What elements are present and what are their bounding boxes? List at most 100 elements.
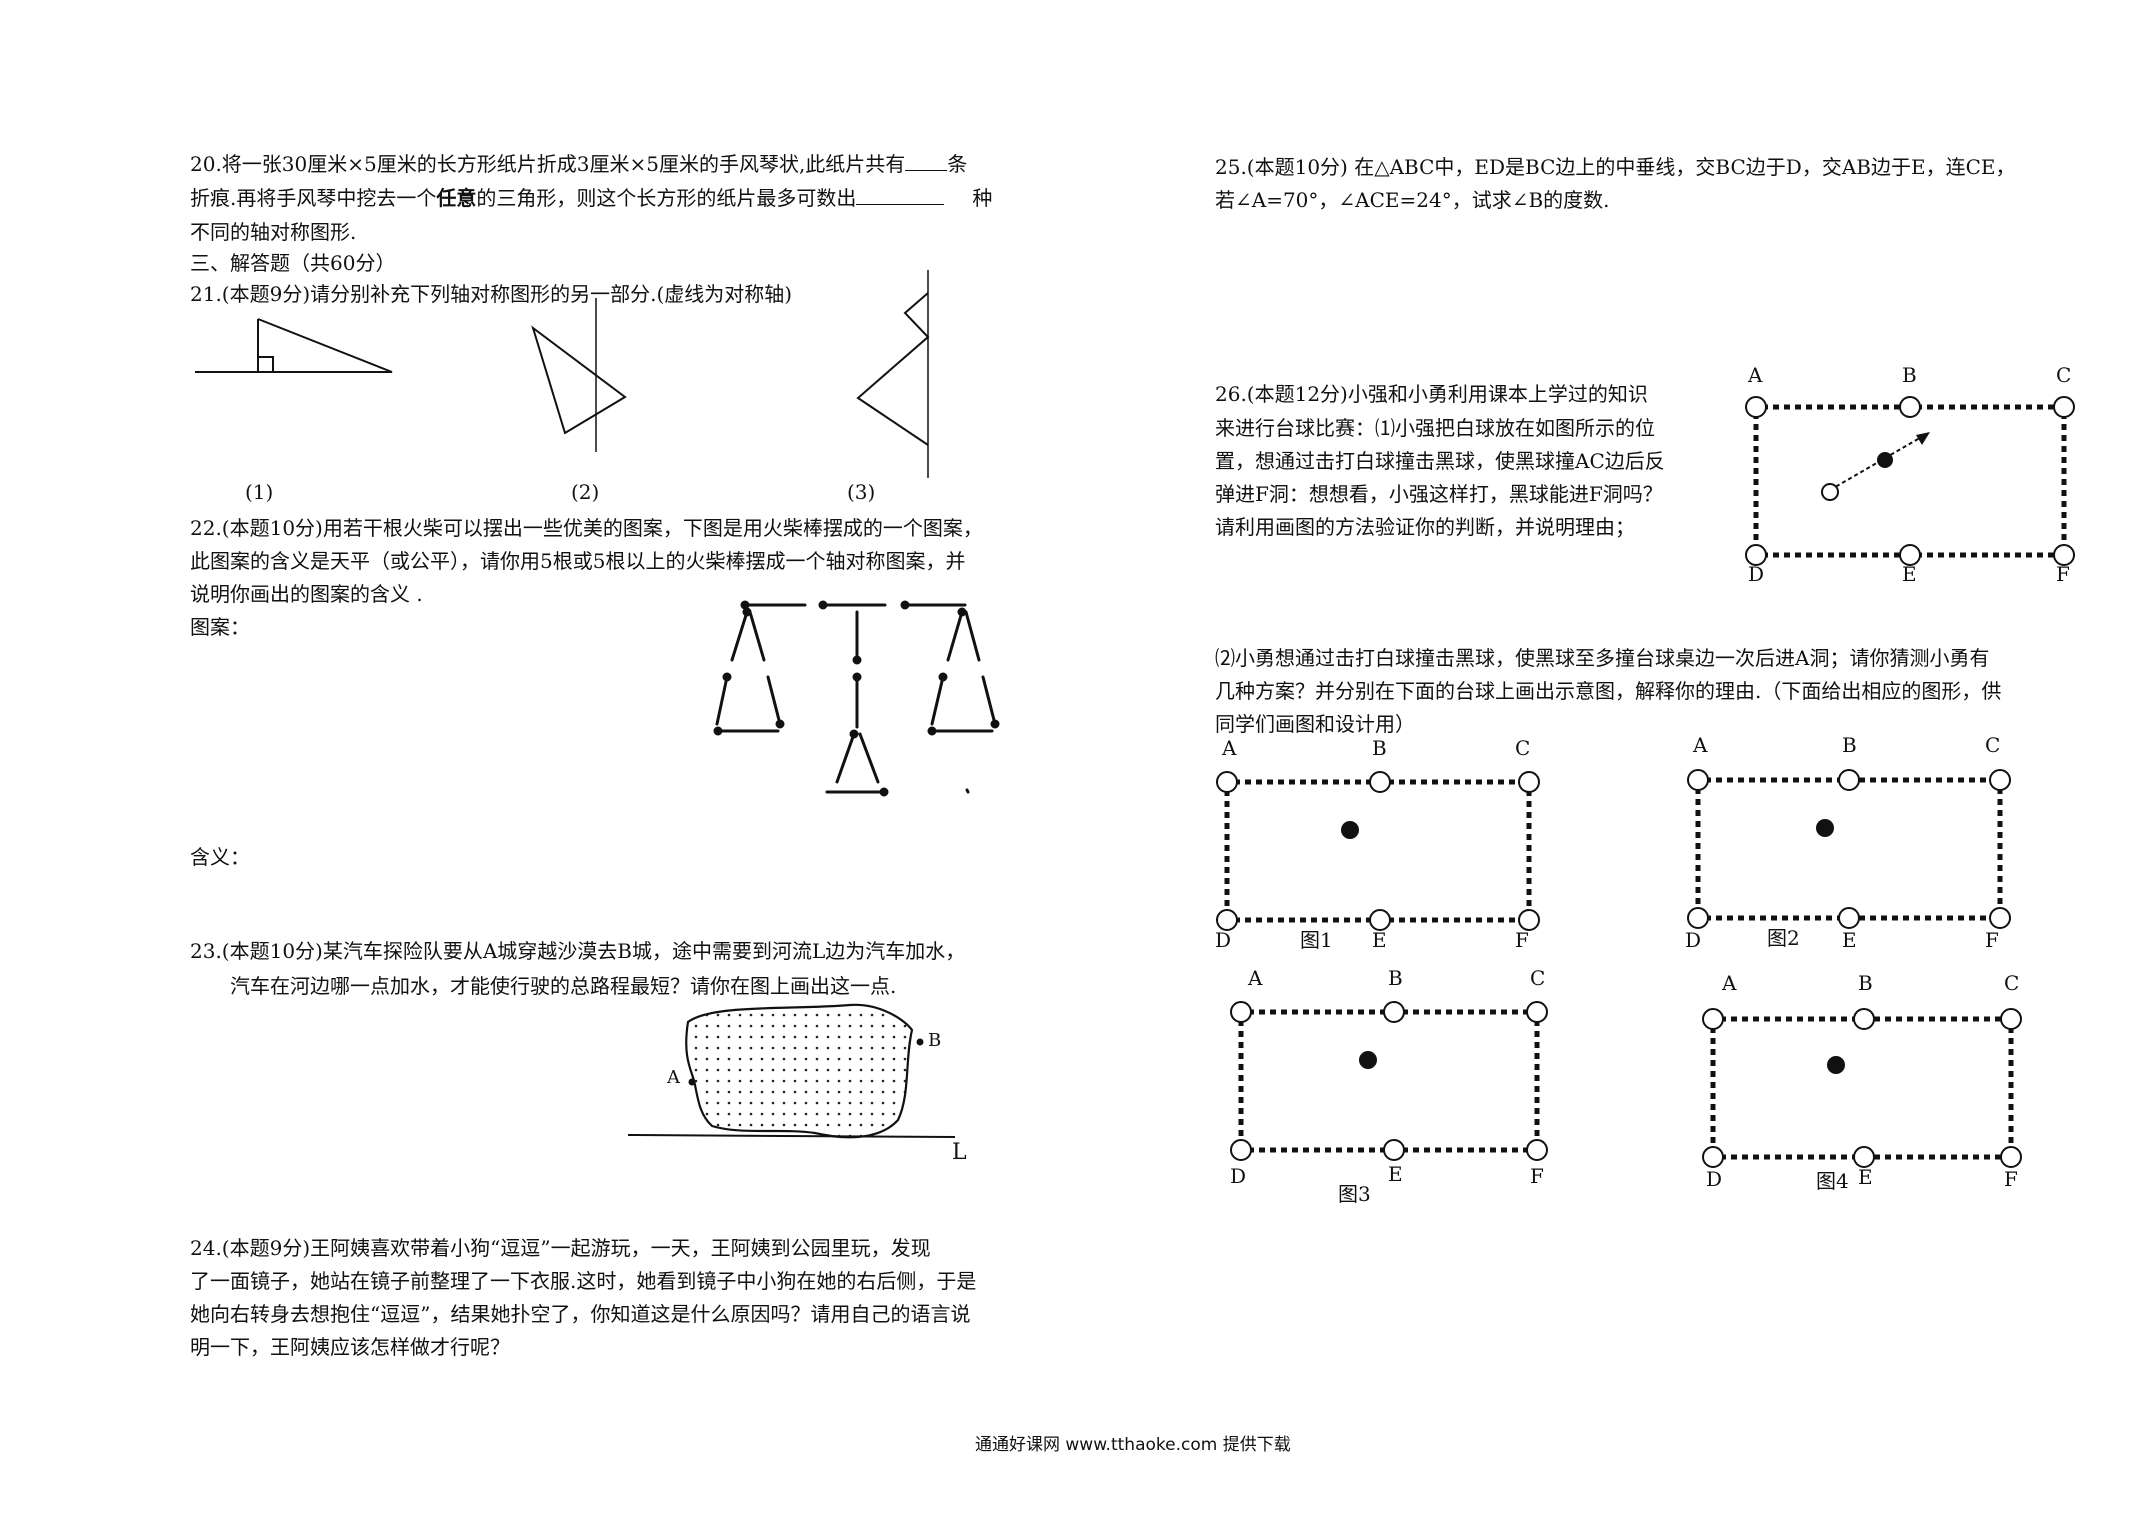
river-label: L xyxy=(952,1140,967,1165)
fig3-pocket-c[interactable] xyxy=(1526,1001,1548,1023)
fig4-pocket-e[interactable] xyxy=(1853,1146,1875,1168)
fig1-pocket-a[interactable] xyxy=(1216,771,1238,793)
fig2-pocket-f[interactable] xyxy=(1989,907,2011,929)
q26-line2: 来进行台球比赛：⑴小强把白球放在如图所示的位 xyxy=(1215,416,1655,440)
fig4-pocket-d[interactable] xyxy=(1702,1146,1724,1168)
answer-blank-shapes[interactable] xyxy=(856,182,945,205)
q22-line2: 此图案的含义是天平（或公平），请你用5根或5根以上的火柴棒摆成一个轴对称图案，并 xyxy=(190,549,966,573)
fig1-pocket-e[interactable] xyxy=(1369,909,1391,931)
q21-figure-2 xyxy=(531,298,627,452)
fig2-label-b: B xyxy=(1842,733,1857,757)
fig4-pocket-a[interactable] xyxy=(1702,1008,1724,1030)
black-ball[interactable] xyxy=(1877,452,1893,468)
fig4-pocket-c[interactable] xyxy=(2000,1008,2022,1030)
q25-line1: 25.(本题10分) 在△ABC中，ED是BC边上的中垂线，交BC边于D，交AB… xyxy=(1215,155,2016,179)
pool-table-main: A B C D E F xyxy=(1740,363,2080,586)
fig1-pocket-c[interactable] xyxy=(1518,771,1540,793)
city-a-point xyxy=(688,1078,696,1086)
pocket-f[interactable] xyxy=(2053,544,2075,566)
fig4-label-b: B xyxy=(1858,971,1873,995)
pocket-b[interactable] xyxy=(1899,396,1921,418)
fig1-pocket-d[interactable] xyxy=(1216,909,1238,931)
q22-line1: 22.(本题10分)用若干根火柴可以摆出一些优美的图案，下图是用火柴棒摆成的一个… xyxy=(190,516,983,540)
matchstick-balance-figure xyxy=(713,600,1000,797)
q26-line5: 请利用画图的方法验证你的判断，并说明理由； xyxy=(1215,515,1635,539)
q26-line3: 置，想通过击打白球撞击黑球，使黑球撞AC边后反 xyxy=(1215,449,1665,473)
fig3-label-f: F xyxy=(1530,1164,1544,1188)
fig2-label-e: E xyxy=(1842,928,1857,952)
q20-line3: 不同的轴对称图形. xyxy=(190,220,357,244)
desert-region xyxy=(685,1003,914,1139)
q24-line4: 明一下，王阿姨应该怎样做才行呢？ xyxy=(190,1335,510,1359)
q21-figure-3 xyxy=(856,270,930,478)
q22-pattern-label: 图案： xyxy=(190,615,250,639)
city-b-point xyxy=(916,1038,924,1046)
fig3-black-ball[interactable] xyxy=(1359,1051,1377,1069)
city-a-label: A xyxy=(667,1067,680,1088)
fig2-pocket-c[interactable] xyxy=(1989,769,2011,791)
fig3-pocket-f[interactable] xyxy=(1526,1139,1548,1161)
q21-figure-1 xyxy=(195,318,393,373)
fig3-label-a: A xyxy=(1248,966,1263,990)
fig2-pocket-d[interactable] xyxy=(1687,907,1709,929)
q25-line2: 若∠A=70°，∠ACE=24°，试求∠B的度数. xyxy=(1215,188,1610,212)
fig4-label-f: F xyxy=(2004,1167,2018,1191)
q21-figures xyxy=(195,270,930,478)
fig4-pocket-f[interactable] xyxy=(2000,1146,2022,1168)
river-line xyxy=(627,1134,956,1138)
fig4-label-d: D xyxy=(1706,1167,1723,1191)
answer-blank-creases[interactable] xyxy=(905,148,948,171)
pocket-label-c: C xyxy=(2056,363,2072,387)
pocket-c[interactable] xyxy=(2053,396,2075,418)
q23-line2: 汽车在河边哪一点加水，才能使行驶的总路程最短？请你在图上画出这一点. xyxy=(230,974,897,998)
fig4-pocket-b[interactable] xyxy=(1853,1008,1875,1030)
shot-direction-arrow xyxy=(1829,434,1926,491)
fig4-caption: 图4 xyxy=(1816,1169,1849,1193)
fig2-label-c: C xyxy=(1985,733,2001,757)
fig2-black-ball[interactable] xyxy=(1816,819,1834,837)
fig1-label-a: A xyxy=(1222,736,1237,760)
white-ball[interactable] xyxy=(1821,483,1839,501)
fig1-label-b: B xyxy=(1372,736,1387,760)
fig1-pocket-f[interactable] xyxy=(1518,909,1540,931)
city-b-label: B xyxy=(928,1030,942,1051)
q24-line1: 24.(本题9分)王阿姨喜欢带着小狗“逗逗”一起游玩，一天，王阿姨到公园里玩，发… xyxy=(190,1236,931,1260)
fig1-black-ball[interactable] xyxy=(1341,821,1359,839)
footer-credit[interactable]: 通通好课网 www.tthaoke.com 提供下载 xyxy=(975,1435,1291,1455)
q21-label-1: (1) xyxy=(245,480,274,504)
fig2-pocket-e[interactable] xyxy=(1838,907,1860,929)
q26-part2-line1: ⑵小勇想通过击打白球撞击黑球，使黑球至多撞台球桌边一次后进A洞；请你猜测小勇有 xyxy=(1215,646,1990,670)
q22-line3: 说明你画出的图案的含义 . xyxy=(190,582,423,606)
q26-part2-line3: 同学们画图和设计用） xyxy=(1215,712,1415,736)
q24-line2: 了一面镜子，她站在镜子前整理了一下衣服.这时，她看到镜子中小狗在她的右后侧，于是 xyxy=(190,1269,977,1293)
pool-table-fig2: A B C D E F 图2 xyxy=(1685,733,2025,976)
pocket-a[interactable] xyxy=(1745,396,1767,418)
fig4-black-ball[interactable] xyxy=(1827,1056,1845,1074)
pool-table-fig4: A B C D E F 图4 xyxy=(1700,971,2040,1215)
pocket-label-f: F xyxy=(2056,562,2070,586)
fig3-pocket-b[interactable] xyxy=(1383,1001,1405,1023)
q24-line3: 她向右转身去想抱住“逗逗”，结果她扑空了，你知道这是什么原因吗？请用自己的语言说 xyxy=(190,1302,971,1326)
fig2-pocket-b[interactable] xyxy=(1838,769,1860,791)
pocket-label-b: B xyxy=(1902,363,1917,387)
fig1-label-c: C xyxy=(1515,736,1531,760)
desert-river-map xyxy=(627,1003,956,1139)
fig3-pocket-a[interactable] xyxy=(1230,1001,1252,1023)
fig2-label-f: F xyxy=(1985,928,1999,952)
fig1-pocket-b[interactable] xyxy=(1369,771,1391,793)
pool-table-fig1: A B C D E F 图1 xyxy=(1210,736,1550,978)
fig1-label-f: F xyxy=(1515,928,1529,952)
fig2-pocket-a[interactable] xyxy=(1687,769,1709,791)
fig3-label-e: E xyxy=(1388,1162,1403,1186)
q23-line1: 23.(本题10分)某汽车探险队要从A城穿越沙漠去B城，途中需要到河流L边为汽车… xyxy=(190,939,966,963)
q22-meaning-label: 含义： xyxy=(190,845,250,869)
fig4-label-a: A xyxy=(1722,971,1737,995)
fig3-pocket-d[interactable] xyxy=(1230,1139,1252,1161)
fig3-pocket-e[interactable] xyxy=(1383,1139,1405,1161)
q21-label-3: (3) xyxy=(847,480,876,504)
pocket-e[interactable] xyxy=(1899,544,1921,566)
q26-line4: 弹进F洞：想想看，小强这样打，黑球能进F洞吗？ xyxy=(1215,482,1663,506)
pool-table-fig3: A B C D E F 图3 xyxy=(1228,966,1568,1210)
pocket-d[interactable] xyxy=(1745,544,1767,566)
q21-text: 21.(本题9分)请分别补充下列轴对称图形的另一部分.(虚线为对称轴) xyxy=(190,282,793,306)
